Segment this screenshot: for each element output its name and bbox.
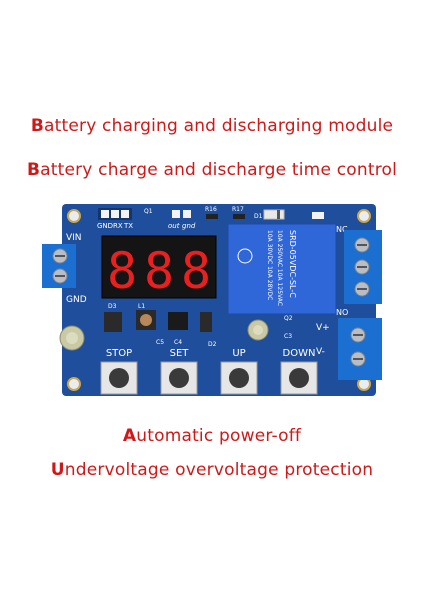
stop-button[interactable] xyxy=(100,361,138,395)
header-pin xyxy=(183,210,191,218)
caption-voltage-protection: Undervoltage overvoltage protection xyxy=(0,460,424,480)
led xyxy=(312,212,324,219)
label-c5: C5 xyxy=(156,339,164,346)
transistor xyxy=(200,312,212,332)
label-d2: D2 xyxy=(208,341,217,348)
mount-hole xyxy=(357,209,371,223)
caption-initial: B xyxy=(26,160,41,180)
caption-text: attery charge and discharge time control xyxy=(40,160,398,180)
relay-model: SRD-05VDC-SL-C xyxy=(288,230,297,298)
label-r17: R17 xyxy=(232,206,244,213)
diode-d1 xyxy=(263,209,285,220)
label-set: SET xyxy=(170,348,190,359)
diode-d3 xyxy=(104,312,122,332)
caption-time-control: Battery charge and discharge time contro… xyxy=(0,160,424,180)
ic-chip xyxy=(168,312,188,330)
label-c3: C3 xyxy=(284,333,292,340)
caption-initial: B xyxy=(30,116,44,136)
mount-hole xyxy=(67,209,81,223)
label-out-pin: out xyxy=(168,222,180,230)
resistor-r16 xyxy=(206,214,218,219)
down-button[interactable] xyxy=(280,361,318,395)
label-vplus: V+ xyxy=(316,323,330,333)
capacitor-top xyxy=(253,325,263,335)
label-stop: STOP xyxy=(106,348,132,359)
ul-mark-icon xyxy=(237,248,253,264)
label-l1: L1 xyxy=(138,303,145,310)
label-vminus: V- xyxy=(316,347,325,357)
set-button[interactable] xyxy=(160,361,198,395)
label-c4: C4 xyxy=(174,339,182,346)
label-nc: NC xyxy=(336,225,348,234)
label-up: UP xyxy=(232,348,245,359)
label-no: NO xyxy=(336,308,348,317)
resistor-r17 xyxy=(233,214,245,219)
caption-text: attery charging and discharging module xyxy=(44,116,394,136)
label-gnd: GND xyxy=(66,295,87,305)
label-d1: D1 xyxy=(254,213,263,220)
caption-auto-power-off: Automatic power-off xyxy=(0,426,424,446)
inductor-coil xyxy=(140,314,152,326)
label-r16: R16 xyxy=(205,206,217,213)
label-down: DOWN xyxy=(283,348,316,359)
display-digit: 8 xyxy=(144,242,174,300)
header-pin xyxy=(121,210,129,218)
label-q1: Q1 xyxy=(144,208,153,215)
display-digit: 8 xyxy=(107,242,137,300)
label-d3: D3 xyxy=(108,303,117,310)
caption-initial: U xyxy=(50,460,65,480)
pcb-module: GND RX TX Q1 out gnd R16 R17 D1 VIN GND … xyxy=(42,204,382,396)
label-tx-pin: TX xyxy=(123,222,133,230)
caption-text: utomatic power-off xyxy=(136,426,302,446)
caption-module-title: Battery charging and discharging module xyxy=(0,116,424,136)
relay xyxy=(227,223,337,315)
caption-initial: A xyxy=(122,426,137,446)
up-button[interactable] xyxy=(220,361,258,395)
relay-rating-ac: 10A 250VAC 10A 125VAC xyxy=(276,230,283,306)
seven-segment-display xyxy=(101,235,217,299)
relay-rating-dc: 10A 30VDC 10A 28VDC xyxy=(266,230,273,300)
mount-hole xyxy=(67,377,81,391)
display-digit: 8 xyxy=(181,242,211,300)
label-rx-pin: RX xyxy=(113,222,123,230)
header-pin xyxy=(101,210,109,218)
header-pin xyxy=(111,210,119,218)
label-gnd-pin: GND xyxy=(97,222,113,230)
capacitor-top xyxy=(66,332,78,344)
diode-band xyxy=(277,210,280,219)
caption-text: ndervoltage overvoltage protection xyxy=(64,460,374,480)
label-vin: VIN xyxy=(66,233,82,243)
header-pin xyxy=(172,210,180,218)
label-q2: Q2 xyxy=(284,315,293,322)
terminal-block-load xyxy=(338,318,382,380)
label-gnd2-pin: gnd xyxy=(182,222,196,230)
